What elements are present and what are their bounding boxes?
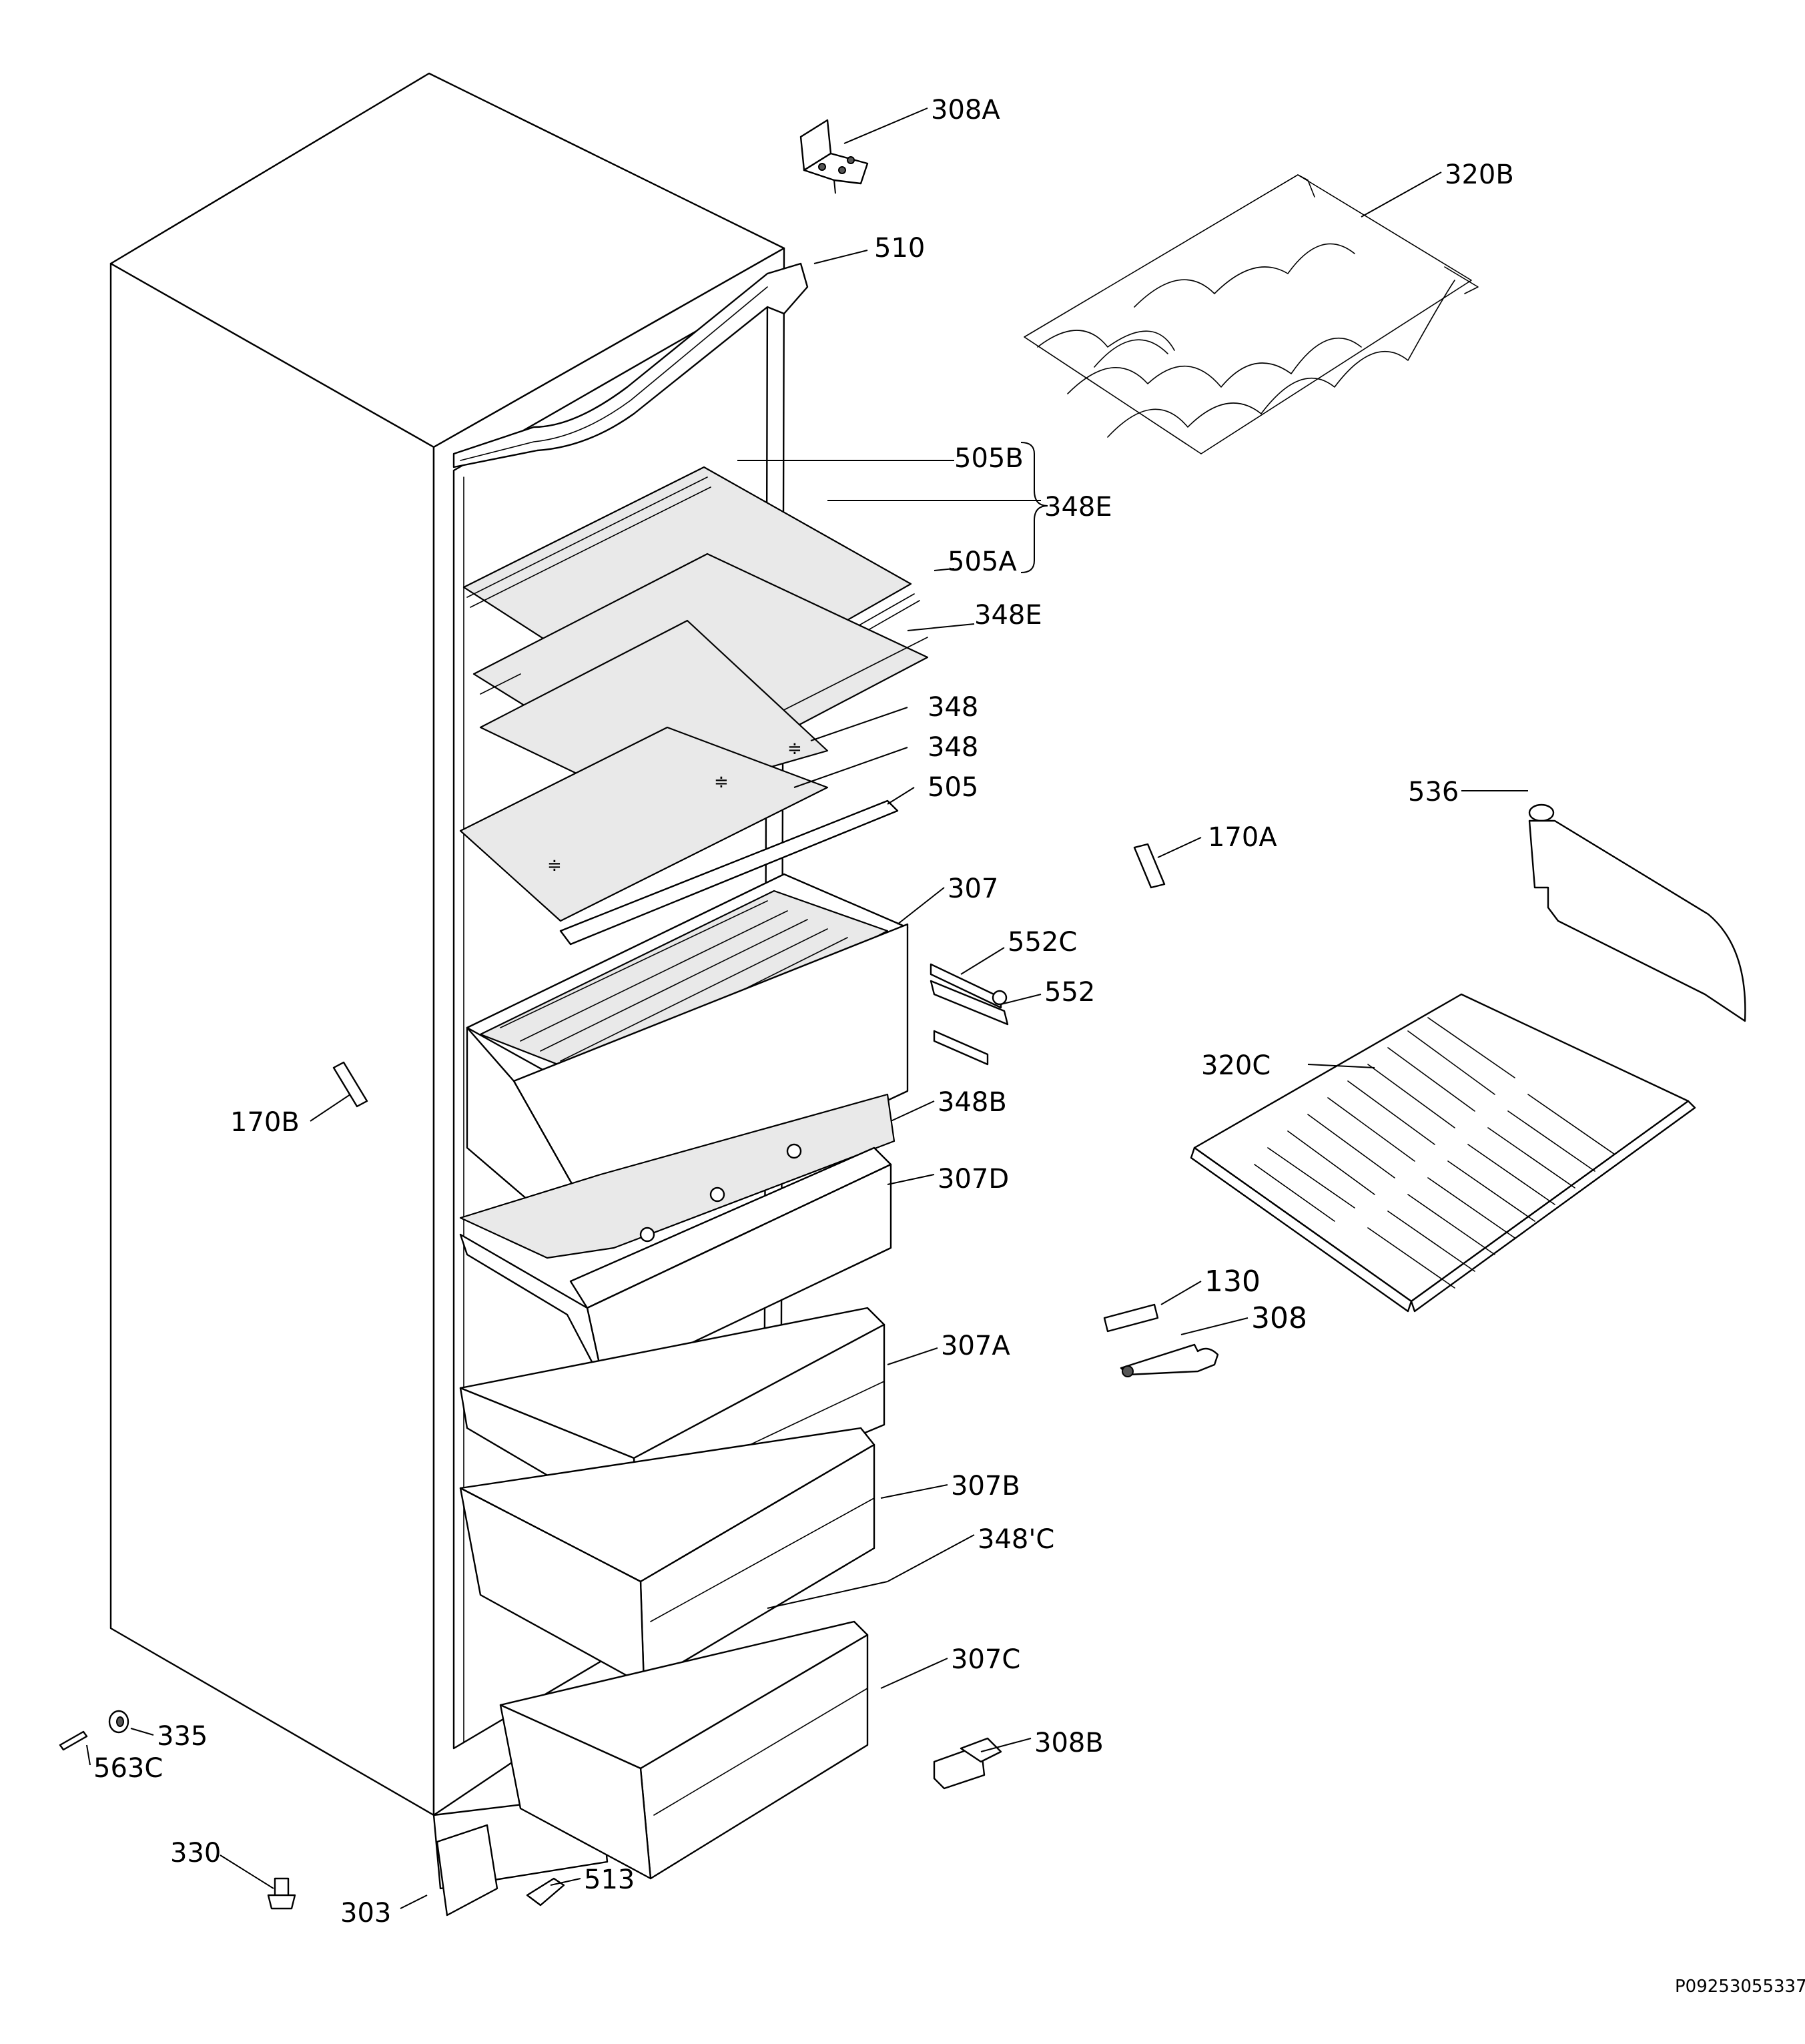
- label-348b: 348B: [938, 1087, 1007, 1118]
- label-320c: 320C: [1201, 1050, 1271, 1081]
- label-348c: 348'C: [978, 1524, 1054, 1555]
- drawer-307b: [459, 1427, 948, 1686]
- grid-shelf-320c: [1190, 993, 1696, 1313]
- divider-536: [1461, 790, 1746, 1022]
- hinge-308: [1120, 1317, 1248, 1377]
- shelf-rail-505: [559, 787, 915, 946]
- top-hinge-308a: [799, 107, 928, 194]
- label-505a: 505A: [948, 547, 1017, 577]
- shelf-348b: [459, 1093, 935, 1259]
- cover-plate-348c: [767, 1534, 975, 1609]
- label-348-lower: 348: [928, 732, 978, 763]
- vent-513: [526, 1877, 581, 1907]
- label-536: 536: [1408, 777, 1459, 807]
- label-335: 335: [157, 1721, 208, 1752]
- svg-text:≑: ≑: [787, 739, 802, 759]
- label-505: 505: [928, 772, 978, 803]
- adjustable-foot-330: [220, 1854, 296, 1910]
- drawer-307: [466, 873, 945, 1236]
- label-348e-group: 348E: [1044, 492, 1112, 523]
- clip-170b: [310, 1061, 368, 1122]
- label-348-upper: 348: [928, 692, 978, 723]
- wine-rack-320b: [1024, 172, 1479, 454]
- door-handle-510: [452, 250, 868, 468]
- pin-563c: [59, 1730, 91, 1766]
- label-505b: 505B: [954, 443, 1024, 474]
- svg-text:≑: ≑: [714, 772, 729, 792]
- drawing-code: P09253055337: [1675, 1977, 1805, 1997]
- label-552: 552: [1044, 977, 1095, 1008]
- glass-shelf-348-lower: ≑ ≑: [459, 726, 908, 922]
- label-308: 308: [1251, 1301, 1307, 1335]
- label-307: 307: [948, 874, 998, 904]
- drawer-307d: [459, 1146, 935, 1386]
- label-348e: 348E: [974, 600, 1042, 631]
- label-303: 303: [340, 1898, 391, 1929]
- label-307a: 307A: [941, 1331, 1010, 1361]
- label-320b: 320B: [1445, 159, 1514, 190]
- plinth-cover-303: [400, 1824, 498, 1917]
- cap-335: [108, 1710, 154, 1736]
- bracket-130: [1103, 1281, 1202, 1333]
- label-563c: 563C: [93, 1753, 163, 1784]
- clip-170a: [1133, 837, 1202, 889]
- drawer-slides-552: [930, 947, 1042, 1066]
- label-308a: 308A: [931, 95, 1000, 125]
- hinge-308b: [933, 1737, 1032, 1790]
- label-307b: 307B: [951, 1471, 1020, 1501]
- svg-text:≑: ≑: [547, 856, 562, 876]
- label-170b: 170B: [230, 1107, 300, 1138]
- label-130: 130: [1204, 1265, 1260, 1299]
- callout-labels: 308A 320B 510 505B 348E 505A 348E 348 34…: [93, 95, 1514, 1929]
- label-170a: 170A: [1208, 822, 1277, 853]
- label-307d: 307D: [938, 1164, 1009, 1195]
- label-307c: 307C: [951, 1644, 1020, 1675]
- label-510: 510: [874, 233, 925, 264]
- label-552c: 552C: [1008, 927, 1077, 958]
- label-308b: 308B: [1034, 1728, 1104, 1758]
- label-513: 513: [584, 1864, 635, 1895]
- label-330: 330: [170, 1838, 221, 1868]
- drawer-307c: [499, 1620, 948, 1880]
